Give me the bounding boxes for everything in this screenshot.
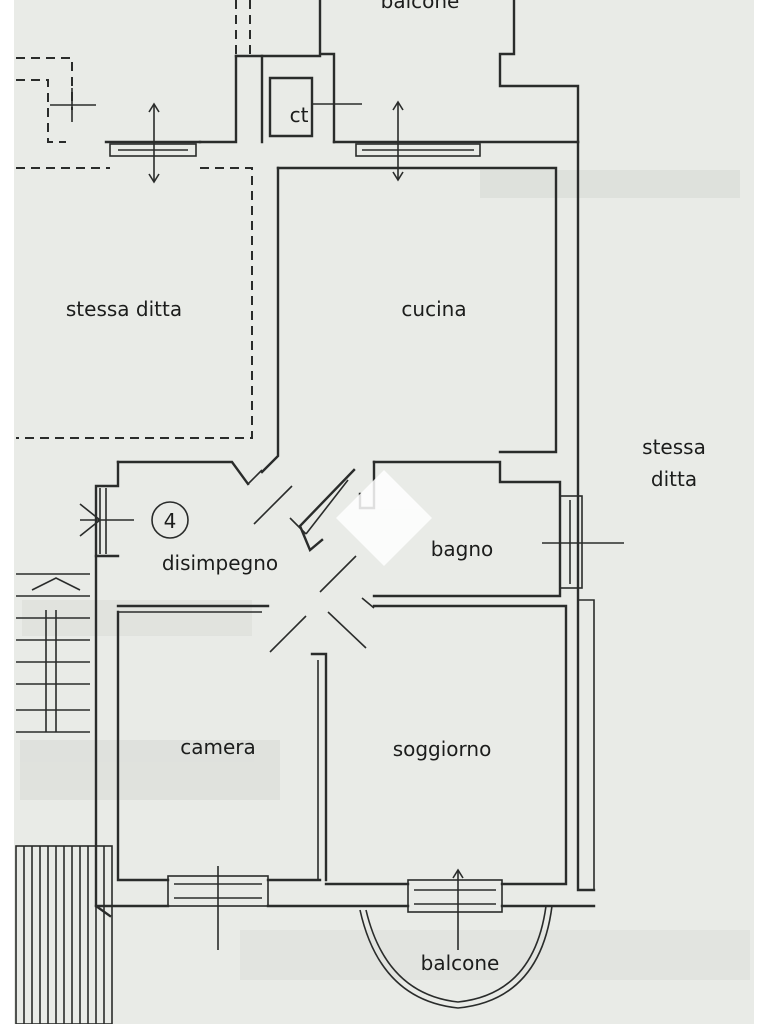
label-cucina: cucina (401, 297, 466, 321)
label-bagno: bagno (431, 537, 494, 561)
hall-walls (79, 460, 270, 613)
label-stessa-right-1: stessa (642, 435, 706, 459)
top-balcony (318, 0, 580, 144)
bleed-through-text (20, 170, 750, 980)
kitchen-walls (247, 166, 558, 485)
staircase (16, 573, 90, 733)
label-ct: ct (290, 103, 309, 127)
living-walls (324, 604, 568, 886)
label-disimpegno: disimpegno (162, 551, 278, 575)
label-balcone-bottom: balcone (421, 951, 500, 975)
bottom-balcony-outline (359, 905, 553, 1009)
label-ditta-right-2: ditta (651, 467, 697, 491)
bedroom-walls (116, 610, 328, 882)
label-camera: camera (180, 735, 256, 759)
neighbour-dashed-outline (16, 0, 253, 439)
unit-number: 4 (164, 509, 177, 533)
window-top-kitchen (332, 100, 580, 182)
ct-shaft (268, 76, 362, 138)
unit-number-circle (151, 501, 189, 539)
label-balcone-top: balcone (381, 0, 460, 13)
door-swings (253, 479, 367, 653)
exterior-right-wall (576, 140, 596, 892)
label-soggiorno: soggiorno (393, 737, 492, 761)
label-stessa-ditta-left: stessa ditta (66, 297, 182, 321)
window-top-left (104, 102, 202, 184)
window-bottom-living (407, 868, 503, 950)
window-bottom-bedroom (167, 866, 269, 950)
watermark-logo (336, 470, 432, 566)
railing-hatch (15, 845, 113, 1024)
